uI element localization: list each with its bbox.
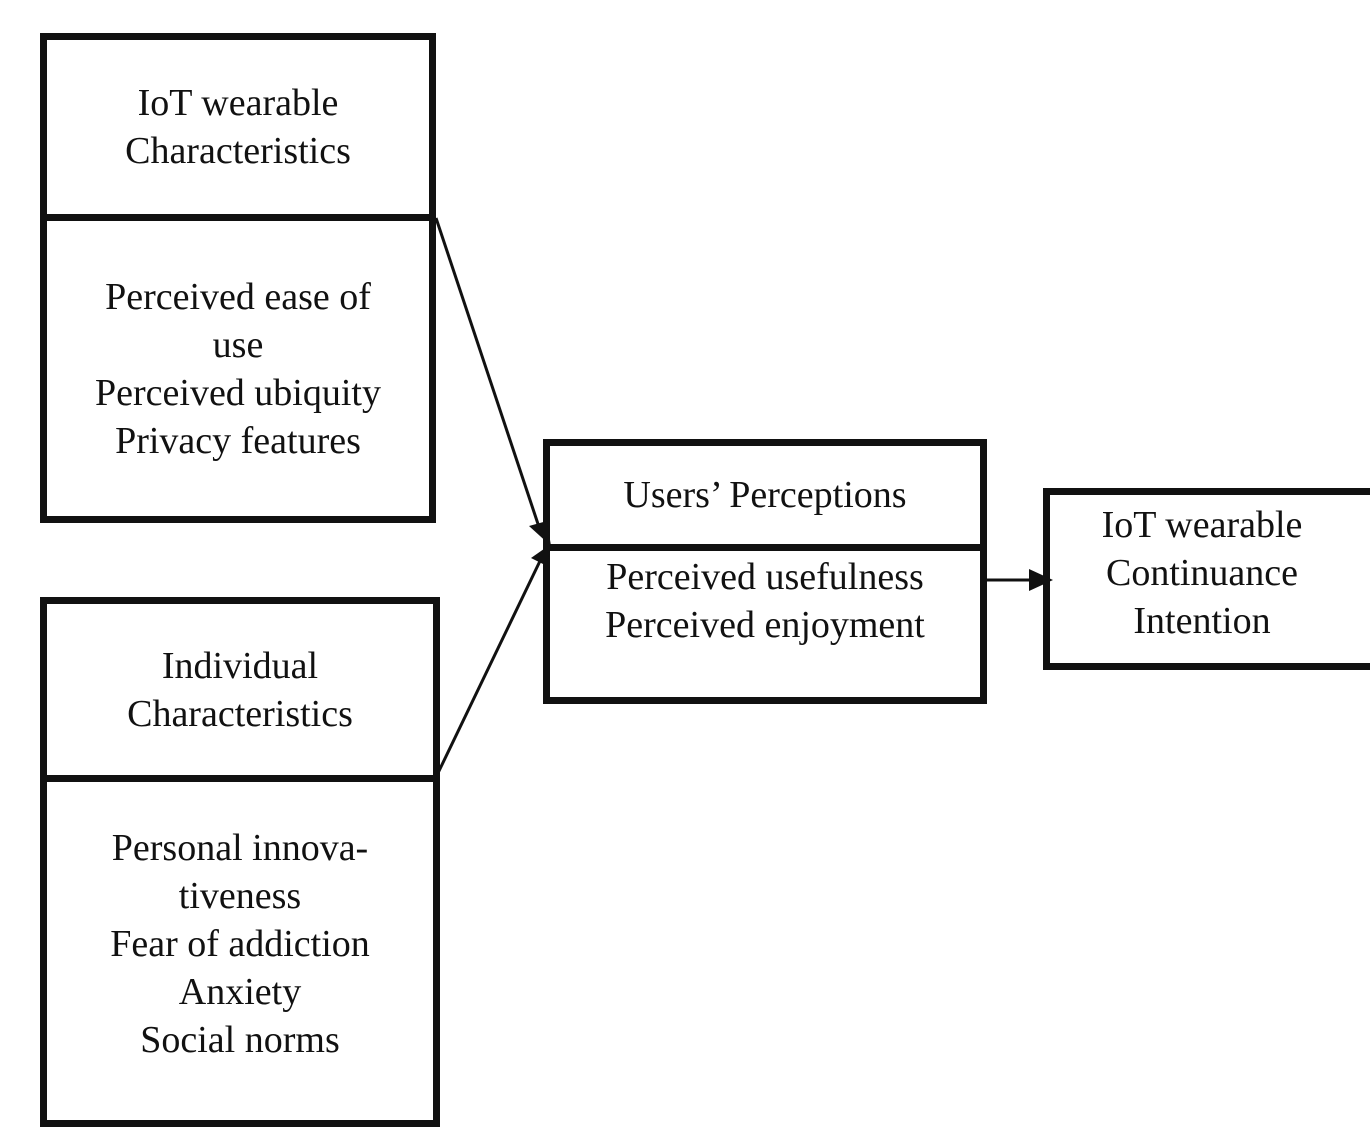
users-perceptions-items: Perceived usefulness Perceived enjoyment [550,551,980,651]
item-line: Anxiety [178,971,302,1013]
item-line: Perceived ease of [105,275,371,318]
individual-characteristics-title: Individual Characteristics [47,604,433,775]
box-divider [550,544,980,551]
item-line: use [212,323,264,366]
title-line: IoT wearable [137,82,339,124]
item-line: Fear of addiction [110,923,370,965]
item-line: Perceived ubiquity [95,371,381,414]
users-perceptions-box: Users’ Perceptions Perceived usefulness … [543,439,987,704]
title-line: Individual [161,644,319,687]
item-line: Perceived usefulness [606,556,924,598]
title-line: Characteristics [127,692,353,735]
continuance-intention-title: IoT wearable Continuance Intention [1050,495,1370,663]
item-line: Perceived enjoyment [605,604,925,646]
title-line: Characteristics [125,130,351,172]
arrow-line [436,560,542,774]
individual-characteristics-box: Individual Characteristics Personal inno… [40,597,440,1127]
individual-characteristics-items: Personal innova- tiveness Fear of addict… [47,782,433,1106]
title-line: IoT wearable [1101,504,1303,546]
iot-characteristics-items: Perceived ease of use Perceived ubiquity… [47,221,429,516]
item-line: tiveness [178,875,302,917]
title-line: Intention [1133,600,1271,642]
box-divider [47,214,429,221]
item-line: Privacy features [115,419,361,462]
continuance-intention-box: IoT wearable Continuance Intention [1043,488,1370,670]
item-line: Personal innova- [111,827,369,869]
box-divider [47,775,433,782]
title-line: Users’ Perceptions [623,474,907,516]
iot-characteristics-title: IoT wearable Characteristics [47,40,429,214]
arrow-iot-to-perceptions [434,217,551,546]
item-line: Social norms [140,1019,340,1061]
iot-characteristics-box: IoT wearable Characteristics Perceived e… [40,33,436,523]
arrow-line [434,217,542,531]
arrow-individual-to-perceptions [436,544,551,774]
title-line: Continuance [1105,552,1299,594]
users-perceptions-title: Users’ Perceptions [550,446,980,544]
